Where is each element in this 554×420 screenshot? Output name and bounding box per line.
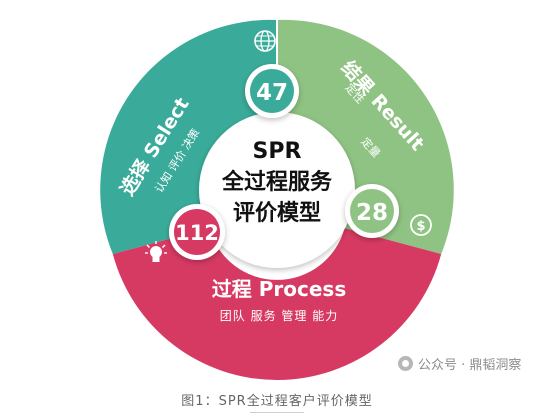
segment-result <box>277 19 454 255</box>
badge-28-number: 28 <box>356 200 388 226</box>
segment-process <box>112 228 442 380</box>
wechat-logo-icon <box>398 356 413 371</box>
segment-select <box>100 19 277 255</box>
svg-text:$: $ <box>416 219 425 234</box>
dollar-icon: $ <box>410 214 432 236</box>
badge-112: 112 <box>169 204 225 260</box>
badge-47: 47 <box>245 64 299 118</box>
badge-112-number: 112 <box>175 221 219 245</box>
center-title-line3: 评价模型 <box>233 201 321 226</box>
watermark-text: 公众号 · 鼎韬洞察 <box>418 358 522 373</box>
process-subtitle: 团队 服务 管理 能力 <box>220 308 338 323</box>
badge-28: 28 <box>345 184 399 238</box>
badge-47-number: 47 <box>256 80 288 106</box>
process-title: 过程 Process <box>212 277 346 301</box>
caption-underline <box>250 412 304 413</box>
center-title-line2: 全过程服务 <box>221 169 333 195</box>
center-circle <box>199 112 355 268</box>
watermark: 公众号 · 鼎韬洞察 <box>398 354 521 373</box>
center-title-line1: SPR <box>253 139 302 164</box>
figure-caption: 图1：SPR全过程客户评价模型 <box>181 394 373 409</box>
lightbulb-icon <box>145 241 167 262</box>
globe-icon <box>254 30 276 52</box>
